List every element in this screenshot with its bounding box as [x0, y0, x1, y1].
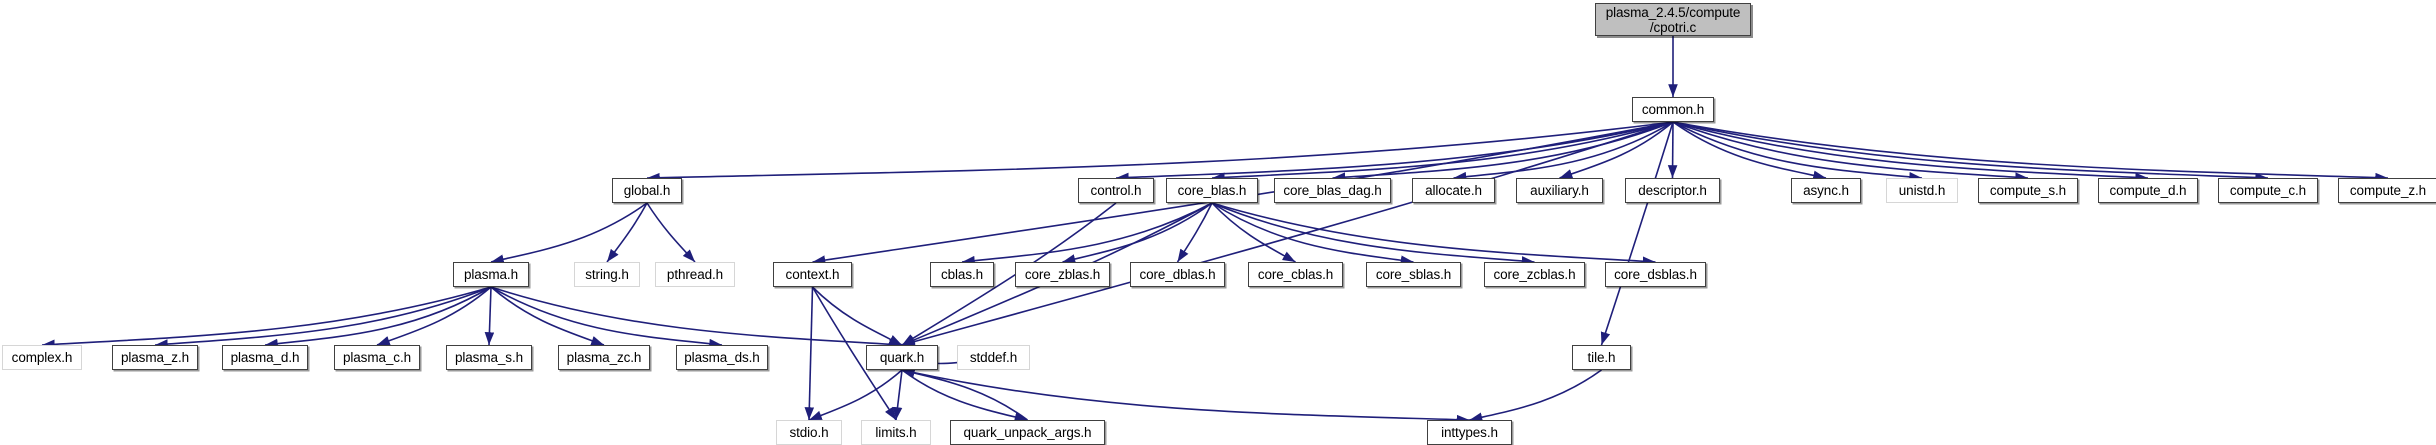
graph-edge-common-to-compute_s — [1672, 121, 2029, 182]
graph-edge-core_blas-to-core_dsblas — [1211, 202, 1656, 267]
graph-edge-common-to-tile — [1600, 121, 1674, 346]
graph-edge-common-to-global — [646, 121, 1674, 183]
graph-edge-plasma-to-plasma_d — [264, 286, 492, 349]
graph-node-plasma_zc[interactable]: plasma_zc.h — [558, 345, 650, 370]
graph-node-plasma[interactable]: plasma.h — [453, 262, 529, 287]
graph-edge-common-to-quark — [901, 121, 1674, 347]
graph-node-global[interactable]: global.h — [612, 178, 682, 203]
graph-node-auxiliary[interactable]: auxiliary.h — [1516, 178, 1603, 203]
graph-node-core_zcblas[interactable]: core_zcblas.h — [1484, 262, 1585, 287]
graph-node-cblas[interactable]: cblas.h — [930, 262, 994, 287]
graph-edge-core_blas-to-cblas — [961, 202, 1213, 266]
graph-edge-quark-to-stdio — [808, 369, 903, 421]
graph-edge-common-to-descriptor — [1667, 121, 1678, 179]
graph-node-core_zblas[interactable]: core_zblas.h — [1015, 262, 1110, 287]
graph-node-quark[interactable]: quark.h — [866, 345, 938, 370]
graph-edge-global-to-plasma — [490, 202, 648, 264]
graph-node-limits[interactable]: limits.h — [861, 420, 931, 445]
graph-node-plasma_s[interactable]: plasma_s.h — [446, 345, 532, 370]
graph-edge-plasma-to-plasma_zc — [490, 286, 605, 346]
graph-edge-context-to-stdio — [804, 286, 815, 421]
graph-node-common[interactable]: common.h — [1632, 97, 1714, 122]
graph-edge-core_blas-to-core_zcblas — [1211, 202, 1535, 266]
graph-edge-plasma-to-plasma_z — [154, 286, 492, 349]
graph-node-context[interactable]: context.h — [773, 262, 852, 287]
graph-node-tile[interactable]: tile.h — [1572, 345, 1631, 370]
graph-edge-plasma-to-quark — [490, 286, 903, 349]
graph-edge-quark-to-limits — [892, 369, 903, 421]
graph-node-async[interactable]: async.h — [1791, 178, 1861, 203]
graph-edge-core_blas-to-core_sblas — [1211, 202, 1414, 265]
graph-edge-global-to-string — [606, 202, 648, 263]
graph-node-plasma_z[interactable]: plasma_z.h — [112, 345, 198, 370]
graph-node-stddef[interactable]: stddef.h — [957, 345, 1030, 370]
graph-node-plasma_d[interactable]: plasma_d.h — [222, 345, 308, 370]
graph-edge-common-to-async — [1672, 121, 1827, 180]
graph-edge-common-to-core_blas — [1211, 121, 1674, 183]
graph-edge-quark-to-inttypes — [901, 369, 1470, 425]
graph-node-unistd[interactable]: unistd.h — [1886, 178, 1958, 203]
graph-node-plasma_ds[interactable]: plasma_ds.h — [676, 345, 768, 370]
graph-edge-context-to-quark — [811, 286, 903, 346]
graph-node-compute_d[interactable]: compute_d.h — [2098, 178, 2198, 203]
graph-edge-common-to-control — [1115, 121, 1674, 183]
graph-node-compute_c[interactable]: compute_c.h — [2218, 178, 2318, 203]
graph-edge-plasma-to-plasma_c — [376, 286, 492, 346]
graph-edge-core_blas-to-core_zblas — [1062, 202, 1213, 264]
graph-edge-plasma-to-complex — [41, 286, 492, 350]
graph-node-string[interactable]: string.h — [574, 262, 640, 287]
graph-node-core_dsblas[interactable]: core_dsblas.h — [1605, 262, 1706, 287]
graph-node-root[interactable]: plasma_2.4.5/compute /cpotri.c — [1595, 3, 1751, 36]
graph-node-compute_s[interactable]: compute_s.h — [1978, 178, 2078, 203]
graph-node-compute_z[interactable]: compute_z.h — [2338, 178, 2436, 203]
graph-node-core_sblas[interactable]: core_sblas.h — [1366, 262, 1461, 287]
graph-node-plasma_c[interactable]: plasma_c.h — [334, 345, 420, 370]
graph-edge-common-to-core_blas_dag — [1332, 121, 1674, 182]
graph-node-core_blas_dag[interactable]: core_blas_dag.h — [1274, 178, 1391, 203]
graph-edge-common-to-allocate — [1453, 121, 1674, 182]
graph-edge-global-to-pthread — [646, 202, 696, 263]
graph-edge-common-to-compute_d — [1672, 121, 2149, 183]
graph-node-stdio[interactable]: stdio.h — [776, 420, 842, 445]
graph-node-descriptor[interactable]: descriptor.h — [1625, 178, 1720, 203]
graph-edge-common-to-compute_c — [1672, 121, 2269, 183]
graph-node-control[interactable]: control.h — [1078, 178, 1154, 203]
graph-node-pthread[interactable]: pthread.h — [655, 262, 735, 287]
graph-edge-quark_unpack-to-quark — [901, 368, 1028, 421]
graph-edge-quark-to-quark_unpack — [901, 369, 1028, 422]
graph-node-inttypes[interactable]: inttypes.h — [1427, 420, 1512, 445]
graph-node-complex[interactable]: complex.h — [2, 345, 82, 370]
graph-edge-common-to-compute_z — [1672, 121, 2389, 183]
graph-edge-core_blas-to-core_dblas — [1176, 202, 1213, 263]
graph-edge-core_blas-to-core_cblas — [1211, 202, 1296, 263]
graph-node-core_dblas[interactable]: core_dblas.h — [1130, 262, 1225, 287]
graph-node-core_cblas[interactable]: core_cblas.h — [1248, 262, 1343, 287]
graph-node-quark_unpack[interactable]: quark_unpack_args.h — [950, 420, 1105, 445]
graph-node-allocate[interactable]: allocate.h — [1412, 178, 1495, 203]
graph-edge-common-to-auxiliary — [1559, 121, 1674, 179]
graph-edge-common-to-unistd — [1672, 121, 1923, 182]
graph-edge-plasma-to-plasma_s — [484, 286, 495, 346]
graph-edge-tile-to-inttypes — [1469, 369, 1602, 422]
graph-edge-plasma-to-plasma_ds — [490, 286, 723, 349]
graph-node-core_blas[interactable]: core_blas.h — [1166, 178, 1258, 203]
